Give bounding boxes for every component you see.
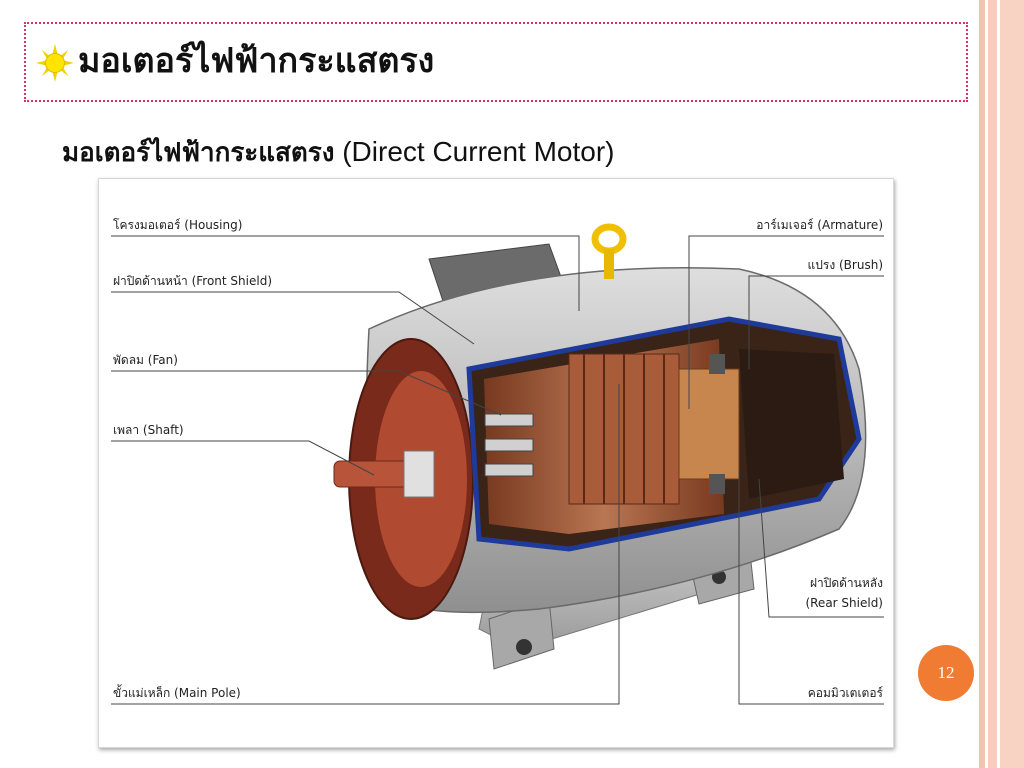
fan-blades — [484, 413, 534, 477]
commutator-body — [678, 368, 740, 480]
decorative-stripe — [979, 0, 985, 768]
label-rear-shield-thai: ฝาปิดด้านหลัง — [810, 576, 883, 590]
label-brush: แปรง (Brush) — [808, 258, 883, 272]
label-fan: พัดลม (Fan) — [113, 353, 178, 367]
decorative-stripe — [985, 0, 988, 768]
title-box: มอเตอร์ไฟฟ้ากระแสตรง — [24, 22, 968, 102]
motor-diagram: โครงมอเตอร์ (Housing) ฝาปิดด้านหน้า (Fro… — [98, 178, 894, 748]
brush-block — [709, 474, 725, 494]
label-rear-shield-english: (Rear Shield) — [805, 596, 883, 610]
subtitle-thai: มอเตอร์ไฟฟ้ากระแสตรง — [62, 138, 335, 168]
brush-block — [709, 354, 725, 374]
sun-bullet-icon — [36, 44, 74, 82]
decorative-stripe — [1000, 0, 1024, 768]
slide-subtitle: มอเตอร์ไฟฟ้ากระแสตรง (Direct Current Mot… — [62, 132, 615, 173]
decorative-stripe — [988, 0, 997, 768]
label-housing: โครงมอเตอร์ (Housing) — [113, 218, 242, 232]
label-shaft: เพลา (Shaft) — [113, 423, 184, 437]
foot-hole — [516, 639, 532, 655]
lifting-eye — [591, 223, 627, 255]
label-front-shield: ฝาปิดด้านหน้า (Front Shield) — [113, 274, 272, 288]
subtitle-english: (Direct Current Motor) — [342, 136, 615, 167]
slide-title: มอเตอร์ไฟฟ้ากระแสตรง — [78, 41, 435, 81]
label-armature: อาร์เมเจอร์ (Armature) — [756, 218, 883, 232]
label-commutator: คอมมิวเตเตอร์ — [808, 686, 884, 700]
page-number-badge: 12 — [918, 645, 974, 701]
decorative-stripe — [997, 0, 1000, 768]
label-main-pole: ขั้วแม่เหล็ก (Main Pole) — [113, 684, 241, 700]
